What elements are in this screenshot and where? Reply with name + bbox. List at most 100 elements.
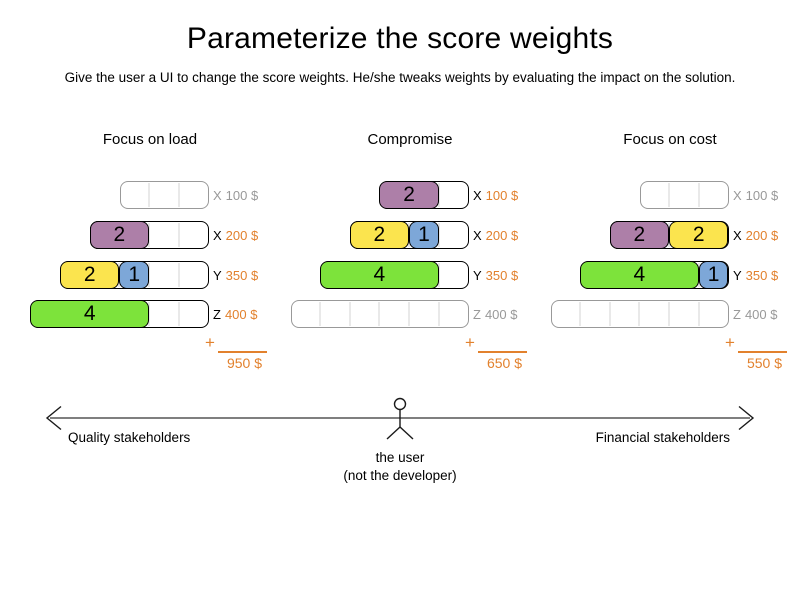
total-cost: 550 $ <box>746 355 782 371</box>
plus-icon: + <box>725 333 735 352</box>
resource-cost: 350 $ <box>225 267 259 283</box>
resource-letter: Y <box>733 267 742 283</box>
unit-divider <box>318 302 321 326</box>
green-process-block: 4 <box>320 260 439 289</box>
resource-letter: X <box>733 227 742 243</box>
resource-cost: 400 $ <box>484 306 518 322</box>
unit-divider <box>437 302 440 326</box>
unit-divider <box>177 183 180 207</box>
yellow-process-block: 2 <box>669 220 729 249</box>
slide-title: Parameterize the score weights <box>186 22 614 55</box>
resource-cost: 200 $ <box>745 227 779 243</box>
weight-bar: 2 <box>89 220 209 249</box>
unit-divider <box>148 302 151 326</box>
resource-letter: X <box>213 227 222 243</box>
total-cost: 950 $ <box>226 355 262 371</box>
blue-process-block: 1 <box>698 260 729 289</box>
weight-bar <box>639 181 729 209</box>
unit-divider <box>437 183 440 207</box>
scenario-title: Focus on cost <box>623 131 717 148</box>
unit-divider <box>177 263 180 287</box>
green-process-block: 4 <box>30 299 150 328</box>
unit-divider <box>608 302 611 326</box>
unit-divider <box>697 183 700 207</box>
unit-divider <box>437 263 440 287</box>
blue-process-block: 1 <box>119 260 150 289</box>
resource-cost: 350 $ <box>745 267 779 283</box>
sum-divider <box>218 351 267 353</box>
resource-letter: X <box>733 187 742 203</box>
resource-cost: 100 $ <box>745 187 779 203</box>
resource-letter: X <box>213 187 222 203</box>
yellow-process-block: 2 <box>349 220 410 249</box>
yellow-process-block: 2 <box>60 260 120 289</box>
resource-cost: 400 $ <box>224 306 258 322</box>
resource-letter: X <box>473 227 482 243</box>
unit-divider <box>177 223 180 247</box>
resource-letter: Y <box>473 267 482 283</box>
unit-divider <box>148 223 151 247</box>
axis-label-quality: Quality stakeholders <box>68 430 191 445</box>
green-process-block: 4 <box>580 260 699 289</box>
unit-divider <box>148 263 151 287</box>
unit-divider <box>697 302 700 326</box>
unit-divider <box>348 302 351 326</box>
total-cost: 650 $ <box>486 355 522 371</box>
resource-letter: Z <box>733 306 741 322</box>
right-arrowhead-icon <box>738 405 755 431</box>
axis-label-financial: Financial stakeholders <box>595 430 730 445</box>
unit-divider <box>177 302 180 326</box>
resource-letter: X <box>473 187 482 203</box>
weight-bar <box>119 181 209 209</box>
unit-divider <box>578 302 581 326</box>
sum-divider <box>478 351 527 353</box>
weight-bar: 4 <box>30 299 209 328</box>
unit-divider <box>638 302 641 326</box>
weight-bar: 2 <box>379 180 469 209</box>
purple-process-block: 2 <box>609 220 670 249</box>
user-sublabel: (not the developer) <box>343 468 457 483</box>
resource-cost: 350 $ <box>485 267 519 283</box>
resource-cost: 400 $ <box>744 306 778 322</box>
blue-process-block: 1 <box>409 220 439 249</box>
purple-process-block: 2 <box>379 180 439 209</box>
resource-cost: 200 $ <box>485 227 519 243</box>
resource-letter: Z <box>213 306 221 322</box>
stakeholder-spectrum-axis <box>45 397 755 440</box>
user-label: the user <box>375 450 425 465</box>
user-stick-figure-icon <box>386 397 414 440</box>
slide-subtitle: Give the user a UI to change the score w… <box>64 70 736 85</box>
scenario-title: Focus on load <box>102 131 198 148</box>
purple-process-block: 2 <box>89 220 150 249</box>
unit-divider <box>378 302 381 326</box>
sum-divider <box>738 351 787 353</box>
unit-divider <box>408 302 411 326</box>
weight-bar: 4 <box>320 260 469 289</box>
scenario-title: Compromise <box>367 131 453 148</box>
unit-divider <box>668 183 671 207</box>
resource-cost: 100 $ <box>485 187 519 203</box>
unit-divider <box>148 183 151 207</box>
unit-divider <box>668 302 671 326</box>
resource-cost: 200 $ <box>225 227 259 243</box>
weight-bar <box>290 300 469 328</box>
left-arrowhead-icon <box>45 405 62 431</box>
plus-icon: + <box>205 333 215 352</box>
weight-bar <box>550 300 729 328</box>
